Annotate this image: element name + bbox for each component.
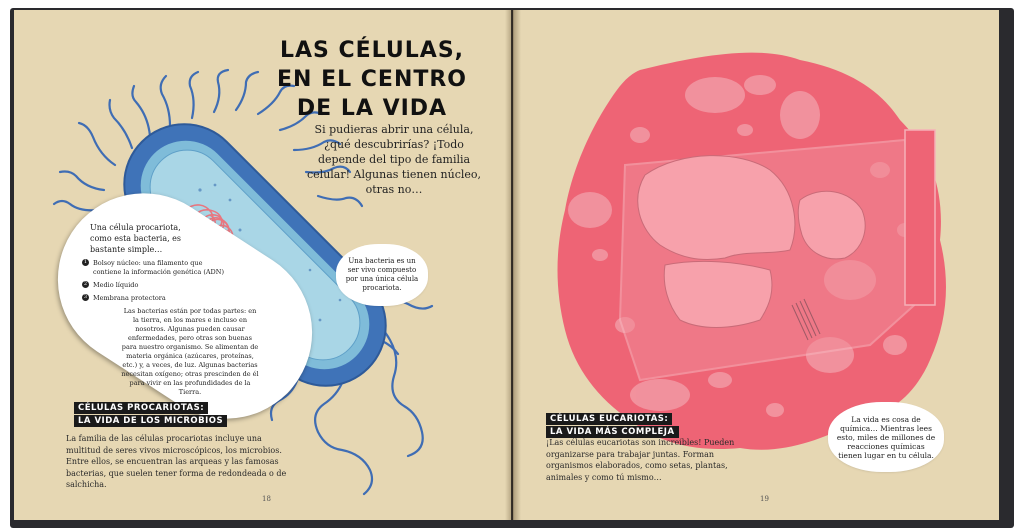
page-title: LAS CÉLULAS, EN EL CENTRO DE LA VIDA — [262, 36, 482, 123]
legend-number: 3 — [82, 294, 89, 301]
book-gutter — [505, 10, 521, 520]
heading-line-1: CÉLULAS PROCARIOTAS: — [74, 402, 209, 414]
card-intro: Una célula procariota, como esta bacteri… — [90, 223, 182, 254]
legend-item-3: 3 Membrana protectora — [82, 294, 232, 303]
title-line-1: LAS CÉLULAS, — [279, 38, 465, 63]
section-heading-prokaryotes: CÉLULAS PROCARIOTAS: LA VIDA DE LOS MICR… — [74, 402, 228, 428]
body-text-prokaryotes: La familia de las células procariotas in… — [66, 434, 287, 489]
speech-bubble-bacteria: Una bacteria es un ser vivo compuesto po… — [338, 246, 426, 304]
legend-text: Membrana protectora — [93, 294, 166, 302]
section-heading-eukaryotes: CÉLULAS EUCARIOTAS: LA VIDA MÁS COMPLEJA — [546, 413, 679, 439]
info-card-text: Una célula procariota, como esta bacteri… — [62, 222, 272, 401]
title-line-3: DE LA VIDA — [296, 96, 448, 121]
legend-item-2: 2 Medio líquido — [82, 281, 232, 290]
page-number-left: 18 — [262, 495, 271, 503]
card-paragraph: Las bacterias están por todas partes: en… — [121, 307, 259, 396]
speech-bubble-chemistry: La vida es cosa de química… Mientras lee… — [830, 404, 942, 470]
intro-text: Si pudieras abrir una célula, ¿qué descu… — [307, 123, 481, 196]
legend-text: Medio líquido — [93, 281, 139, 289]
title-line-2: EN EL CENTRO — [276, 67, 468, 92]
heading-line-1: CÉLULAS EUCARIOTAS: — [546, 413, 673, 425]
heading-line-2: LA VIDA DE LOS MICROBIOS — [74, 415, 228, 427]
legend-number: 2 — [82, 281, 89, 288]
legend-item-1: 1 Bolsoy núcleo: una filamento que conti… — [82, 259, 232, 277]
heading-line-2: LA VIDA MÁS COMPLEJA — [546, 426, 679, 438]
legend-number: 1 — [82, 259, 89, 266]
page-number-right: 19 — [760, 495, 769, 503]
body-text-eukaryotes: ¡Las células eucariotas son increíbles! … — [546, 438, 735, 482]
legend-text: Bolsoy núcleo: una filamento que contien… — [93, 259, 224, 276]
